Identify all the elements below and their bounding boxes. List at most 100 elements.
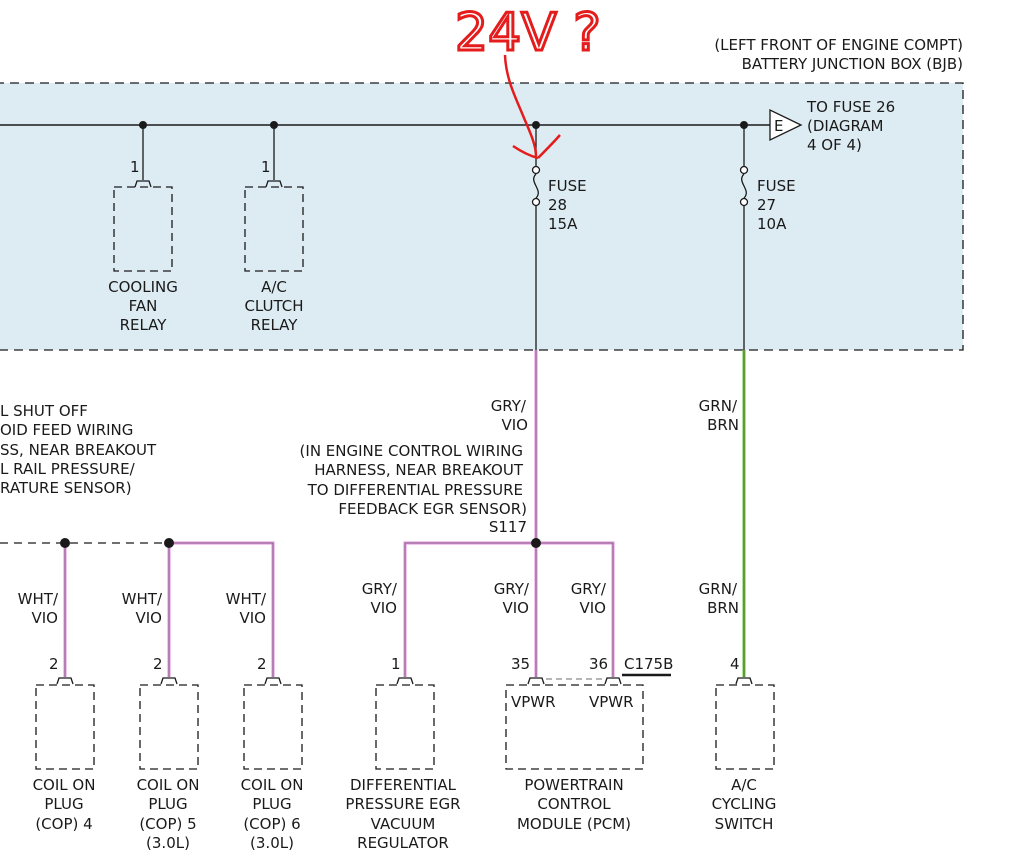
bjb-name: BATTERY JUNCTION BOX (BJB) <box>742 55 963 73</box>
connector-e-line3: 4 OF 4) <box>807 136 862 154</box>
left-splice-note: L SHUT OFF OID FEED WIRING SS, NEAR BREA… <box>0 402 157 497</box>
relay-pin: 1 <box>130 158 140 176</box>
pin-number: 1 <box>391 655 401 673</box>
coil-on-plug-4 <box>35 684 95 770</box>
svg-text:WHT/: WHT/ <box>122 590 163 608</box>
svg-text:DIFFERENTIAL: DIFFERENTIAL <box>350 776 457 794</box>
svg-text:HARNESS, NEAR BREAKOUT: HARNESS, NEAR BREAKOUT <box>314 461 524 479</box>
relay-pin: 1 <box>261 158 271 176</box>
splice-dot <box>164 538 174 548</box>
svg-text:COOLING: COOLING <box>108 278 178 296</box>
svg-text:BRN: BRN <box>707 599 739 617</box>
svg-text:15A: 15A <box>548 215 578 233</box>
svg-text:VACUUM: VACUUM <box>371 815 436 833</box>
svg-text:VIO: VIO <box>32 609 59 627</box>
handwritten-24v: 24V ? <box>455 3 601 63</box>
svg-text:L RAIL PRESSURE/: L RAIL PRESSURE/ <box>0 460 136 478</box>
svg-text:RELAY: RELAY <box>251 316 299 334</box>
fuse-28: FUSE 28 15A <box>531 125 587 350</box>
svg-text:POWERTRAIN: POWERTRAIN <box>524 776 623 794</box>
ac-cycling-switch <box>715 684 775 770</box>
handwritten-annotation: 24V ? <box>454 2 602 160</box>
connector-e-letter: E <box>774 117 783 135</box>
svg-text:GRY/: GRY/ <box>494 580 530 598</box>
fuse-27: FUSE 27 10A <box>739 125 796 350</box>
coil-on-plug-6 <box>243 684 303 770</box>
svg-text:FUSE: FUSE <box>757 177 796 195</box>
svg-text:(COP) 4: (COP) 4 <box>35 815 92 833</box>
pin-number: 2 <box>257 655 267 673</box>
svg-text:MODULE (PCM): MODULE (PCM) <box>517 815 631 833</box>
label-ac-switch: A/C CYCLING SWITCH <box>712 776 777 833</box>
svg-text:L SHUT OFF: L SHUT OFF <box>0 402 88 420</box>
pin-number: 4 <box>730 655 740 673</box>
svg-text:27: 27 <box>757 196 776 214</box>
svg-text:WHT/: WHT/ <box>226 590 267 608</box>
svg-text:28: 28 <box>548 196 567 214</box>
connector-e-line2: (DIAGRAM <box>807 117 883 135</box>
svg-text:(3.0L): (3.0L) <box>250 834 294 852</box>
svg-text:GRN/: GRN/ <box>699 580 738 598</box>
label-coil6: COIL ON PLUG (COP) 6 (3.0L) <box>241 776 304 852</box>
pin-number: 2 <box>153 655 163 673</box>
svg-text:PRESSURE EGR: PRESSURE EGR <box>345 795 460 813</box>
svg-text:(COP) 5: (COP) 5 <box>139 815 196 833</box>
svg-text:SS, NEAR BREAKOUT: SS, NEAR BREAKOUT <box>0 441 157 459</box>
svg-text:COIL ON: COIL ON <box>33 776 96 794</box>
svg-text:REGULATOR: REGULATOR <box>357 834 449 852</box>
svg-text:FUSE: FUSE <box>548 177 587 195</box>
svg-text:PLUG: PLUG <box>148 795 187 813</box>
svg-text:A/C: A/C <box>261 278 287 296</box>
svg-text:VIO: VIO <box>240 609 267 627</box>
battery-junction-box <box>0 82 964 351</box>
svg-text:GRY/: GRY/ <box>491 397 527 415</box>
pin-number: 2 <box>49 655 59 673</box>
egr-vacuum-regulator <box>375 684 435 770</box>
svg-text:RELAY: RELAY <box>120 316 168 334</box>
s117-note: (IN ENGINE CONTROL WIRING HARNESS, NEAR … <box>300 442 527 536</box>
svg-text:A/C: A/C <box>731 776 757 794</box>
pcm-vpwr-label: VPWR <box>589 693 634 711</box>
svg-text:FAN: FAN <box>129 297 158 315</box>
annotation-arrow <box>503 54 538 157</box>
label-coil4: COIL ON PLUG (COP) 4 <box>33 776 96 833</box>
svg-text:GRN/: GRN/ <box>699 397 738 415</box>
connector-e-arrow <box>769 108 803 142</box>
svg-text:10A: 10A <box>757 215 787 233</box>
svg-text:VIO: VIO <box>503 599 530 617</box>
svg-text:BRN: BRN <box>707 416 739 434</box>
svg-text:VIO: VIO <box>136 609 163 627</box>
svg-text:PLUG: PLUG <box>44 795 83 813</box>
cooling-fan-relay: 1 COOLING FAN RELAY <box>108 125 178 334</box>
coil-on-plug-5 <box>139 684 199 770</box>
svg-text:COIL ON: COIL ON <box>137 776 200 794</box>
label-egr: DIFFERENTIAL PRESSURE EGR VACUUM REGULAT… <box>345 776 460 852</box>
pin-number: 36 <box>589 655 608 673</box>
svg-text:COIL ON: COIL ON <box>241 776 304 794</box>
label-coil5: COIL ON PLUG (COP) 5 (3.0L) <box>137 776 200 852</box>
svg-text:VIO: VIO <box>371 599 398 617</box>
connector-e-line1: TO FUSE 26 <box>806 98 895 116</box>
svg-text:(IN ENGINE CONTROL WIRING: (IN ENGINE CONTROL WIRING <box>300 442 523 460</box>
splice-id: S117 <box>489 518 527 536</box>
svg-text:FEEDBACK EGR SENSOR): FEEDBACK EGR SENSOR) <box>338 500 527 518</box>
svg-text:OID FEED WIRING: OID FEED WIRING <box>0 421 133 439</box>
svg-text:PLUG: PLUG <box>252 795 291 813</box>
svg-text:(3.0L): (3.0L) <box>146 834 190 852</box>
bjb-location: (LEFT FRONT OF ENGINE COMPT) <box>714 36 963 54</box>
label-pcm: POWERTRAIN CONTROL MODULE (PCM) <box>517 776 631 833</box>
svg-text:CYCLING: CYCLING <box>712 795 777 813</box>
svg-text:(COP) 6: (COP) 6 <box>243 815 300 833</box>
svg-text:VIO: VIO <box>580 599 607 617</box>
svg-text:WHT/: WHT/ <box>18 590 59 608</box>
pcm-box <box>505 684 644 770</box>
splice-s117-dot <box>531 538 541 548</box>
svg-text:CONTROL: CONTROL <box>537 795 611 813</box>
svg-text:CLUTCH: CLUTCH <box>244 297 303 315</box>
svg-text:GRY/: GRY/ <box>362 580 398 598</box>
ac-clutch-relay: 1 A/C CLUTCH RELAY <box>244 125 304 334</box>
pcm-vpwr-label: VPWR <box>511 693 556 711</box>
pin-number: 35 <box>511 655 530 673</box>
svg-text:VIO: VIO <box>502 416 529 434</box>
